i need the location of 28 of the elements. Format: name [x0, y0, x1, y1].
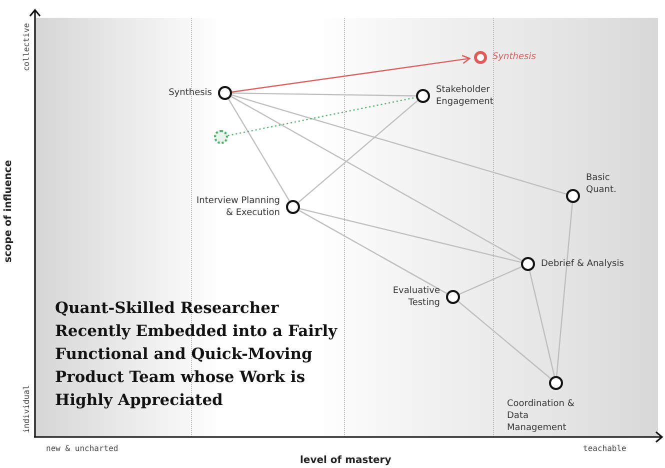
node-label: Stakeholder Engagement — [436, 84, 494, 108]
node-label: Debrief & Analysis — [541, 258, 624, 270]
connector-line — [458, 301, 552, 379]
connector-line — [298, 100, 418, 203]
connector-line — [228, 96, 416, 136]
connector-line — [230, 96, 522, 262]
axis-end-label: individual — [22, 385, 31, 434]
connector-line — [298, 210, 448, 294]
axis-end-label: new & uncharted — [46, 444, 118, 453]
node-label: Synthesis — [168, 87, 212, 99]
connector-line — [300, 208, 522, 263]
arrow — [232, 54, 470, 93]
node-label: Interview Planning & Execution — [196, 195, 280, 219]
axis-title: level of mastery — [300, 455, 392, 466]
node-label: Coordination & Data Management — [507, 398, 576, 434]
node-label: Evaluative Testing — [392, 285, 440, 309]
connector-line — [228, 98, 290, 202]
diagram-title: Quant-Skilled Researcher Recently Embedded into a Fairly Functional and Quick-Moving Product Team whose Work is Highly Appreciated — [55, 297, 338, 411]
node-label: Basic Quant. — [586, 172, 618, 196]
node-label: Synthesis — [492, 51, 536, 63]
connector-line — [459, 266, 522, 295]
connector-line — [232, 94, 566, 195]
connector-line — [529, 270, 555, 376]
axis-end-label: teachable — [583, 444, 626, 453]
connector-line — [232, 92, 416, 96]
connector-line — [556, 202, 573, 376]
axis-title: scope of influence — [3, 160, 14, 263]
axis-end-label: collective — [22, 23, 31, 72]
